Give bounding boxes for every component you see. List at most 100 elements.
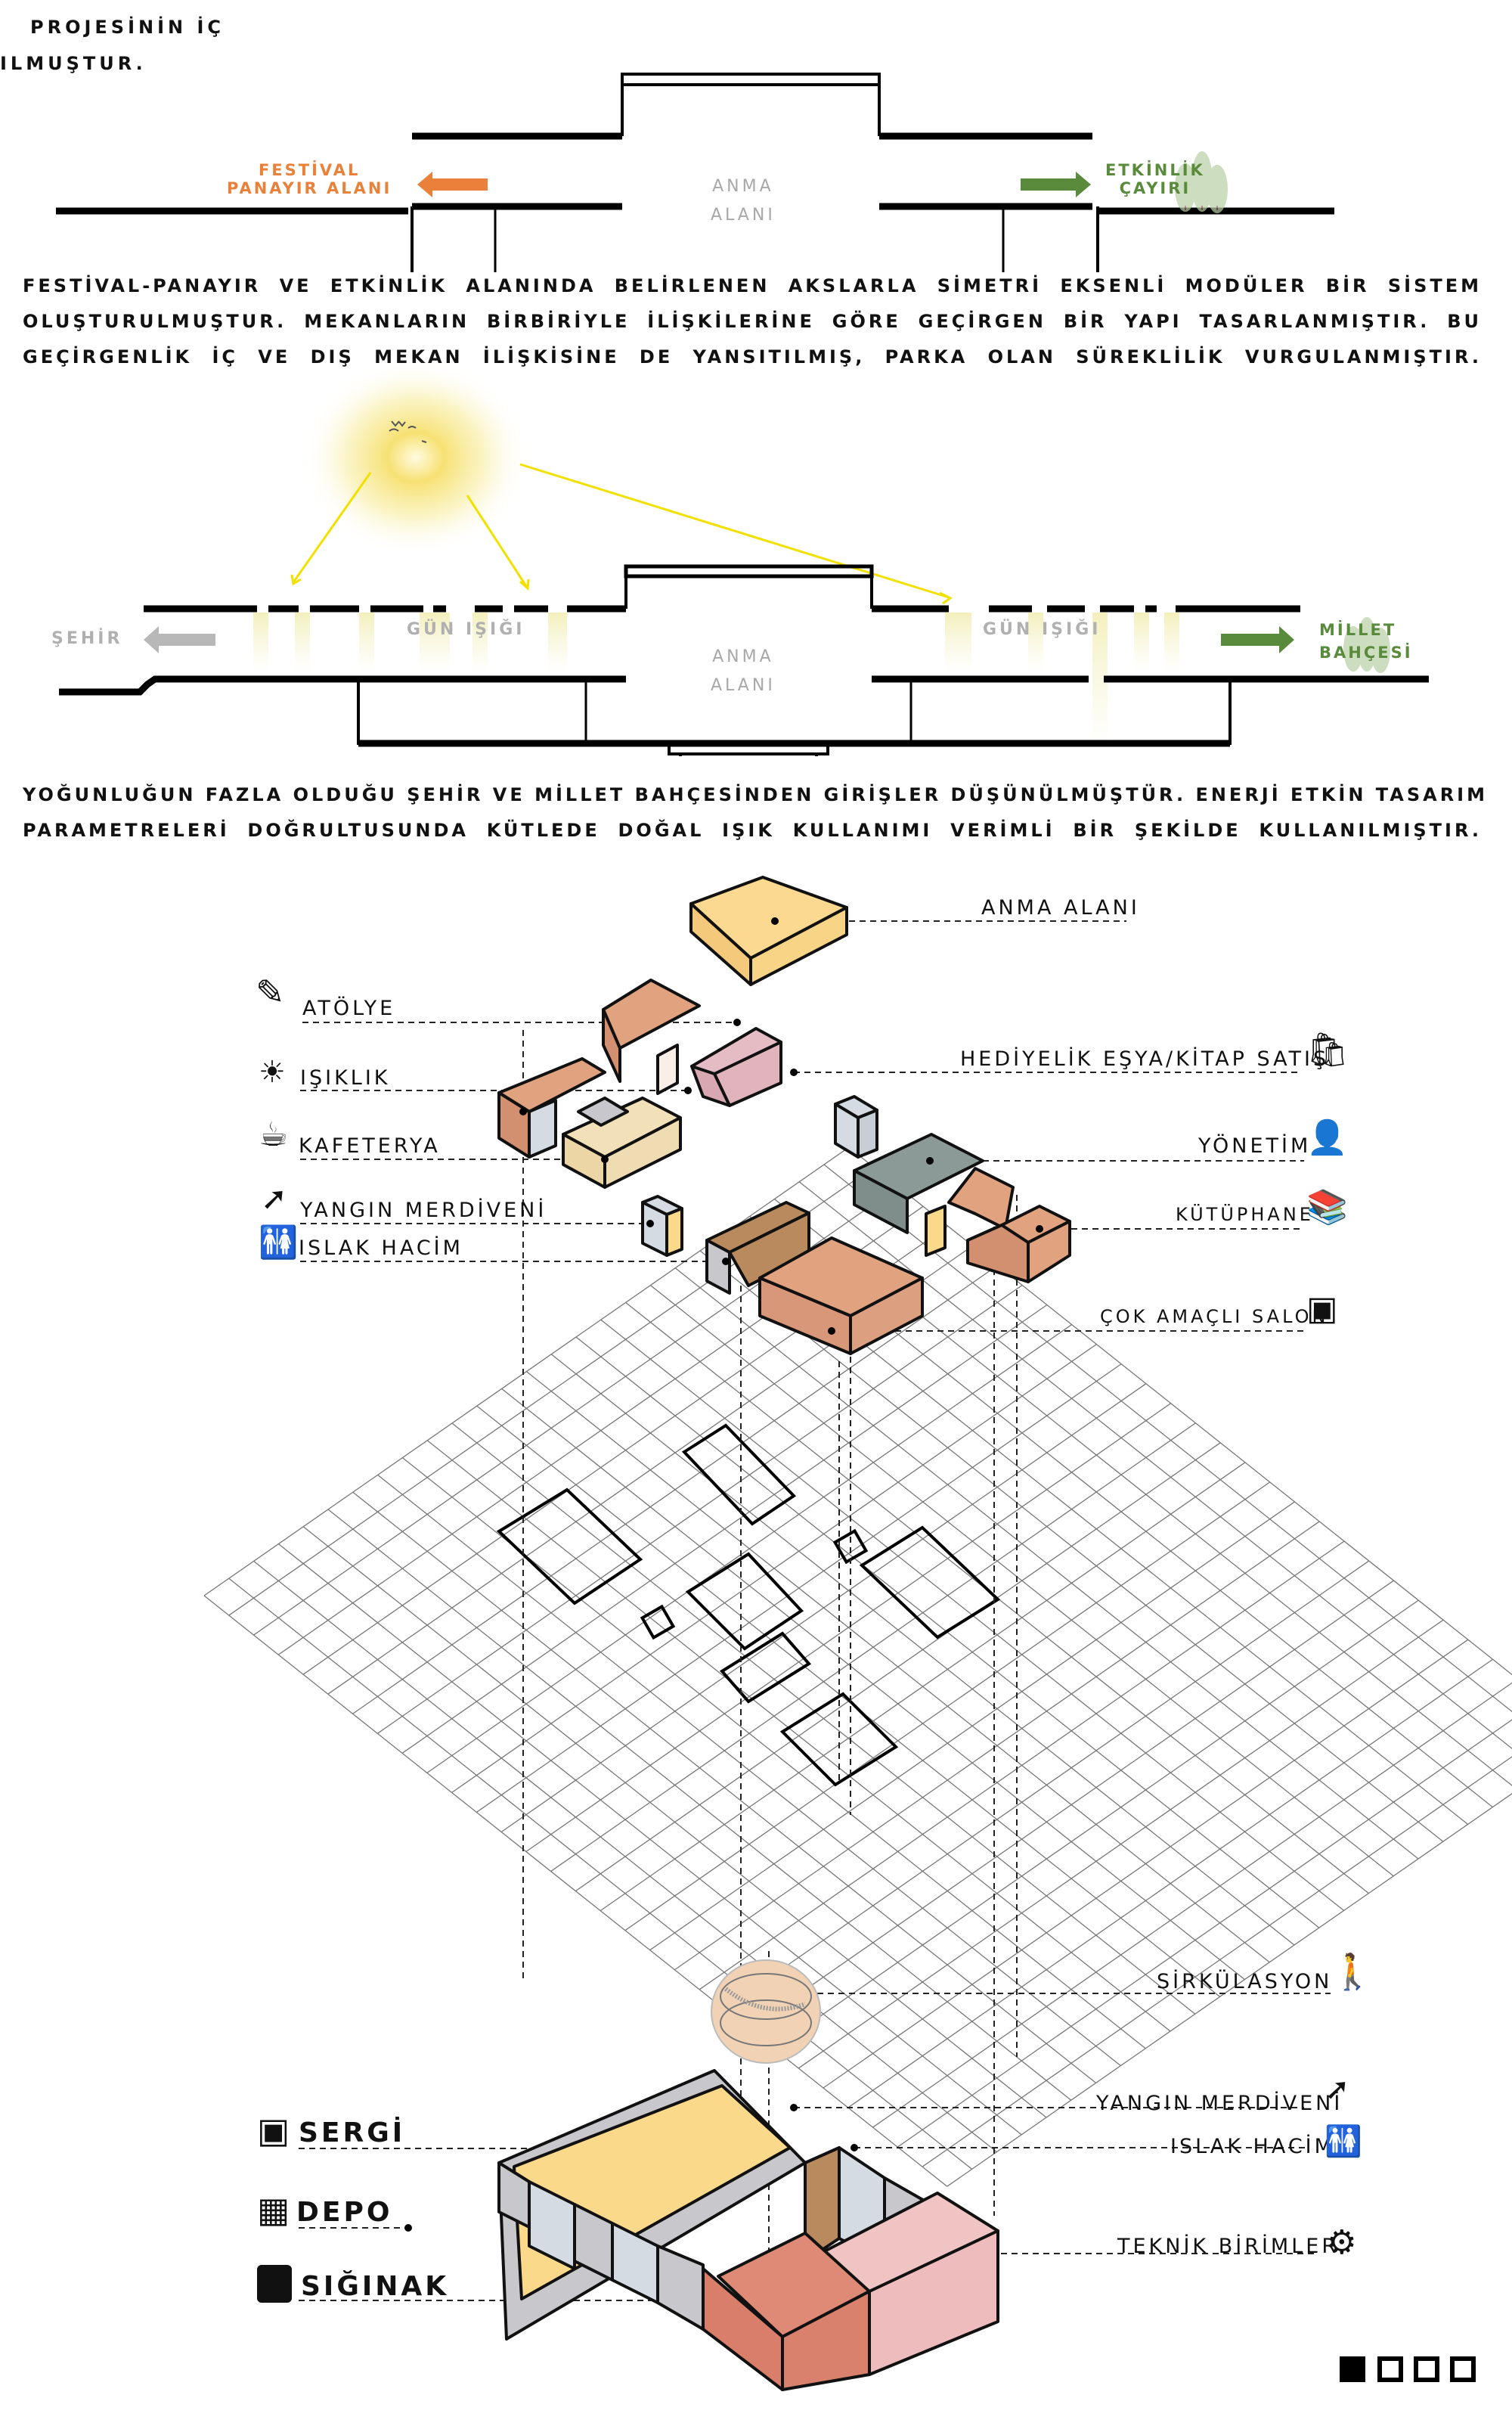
grid-line — [451, 1344, 1097, 1793]
library-icon: 📚 — [1306, 1188, 1348, 1227]
label-atolye: ATÖLYE — [302, 997, 396, 1020]
grid-line — [847, 1658, 1493, 2108]
paragraph-1-line-3: GEÇİRGENLİK İÇ VE DIŞ MEKAN İLİŞKİSİNE D… — [23, 346, 1482, 368]
anma-label-1: ANMA ALANI — [711, 172, 776, 230]
daylight-beams — [253, 613, 1179, 749]
anma-label-1-line1: ANMA — [712, 177, 774, 196]
fire-escape-icon: ➚ — [261, 1180, 288, 1217]
label-yangin-merdiveni-upper: YANGIN MERDİVENİ — [300, 1199, 547, 1222]
page-indicator-1[interactable] — [1340, 2356, 1365, 2382]
label-sergi: SERGİ — [299, 2117, 406, 2148]
birds-icon — [389, 420, 427, 443]
grid-line — [401, 1304, 1048, 1754]
fire-escape-icon: ➚ — [1325, 2072, 1350, 2107]
label-yangin-merdiveni-lower: YANGIN MERDİVENİ — [1096, 2092, 1343, 2115]
intro-fragment-line1: PROJESİNİN İÇ — [30, 17, 225, 38]
auditorium-icon: ▣ — [1306, 1289, 1338, 1328]
millet-label-line2: BAHÇESİ — [1319, 644, 1413, 662]
label-depo: DEPO — [296, 2197, 393, 2228]
grid-line — [600, 1462, 1246, 1912]
gear-wrench-icon: ⚙ — [1327, 2223, 1357, 2262]
exhibition-icon: ▣ — [257, 2110, 290, 2151]
cafe-person-icon: ☕ — [259, 1115, 289, 1154]
paragraph-1-line-2: OLUŞTURULMUŞTUR. MEKANLARIN BİRBİRİYLE İ… — [23, 311, 1482, 332]
drafting-table-icon: ✎ — [256, 972, 285, 1013]
millet-label-line1: MİLLET — [1319, 621, 1397, 639]
grid-line — [550, 1422, 1196, 1872]
anma-label-2-line2: ALANI — [711, 676, 776, 695]
anma-label-2-line1: ANMA — [712, 647, 774, 666]
grid-line — [699, 1540, 1345, 1990]
festival-label-line2: PANAYIR ALANI — [227, 179, 392, 197]
festival-label: FESTİVAL PANAYIR ALANI — [227, 161, 392, 197]
paragraph-1-line-1: FESTİVAL-PANAYIR VE ETKİNLİK ALANINDA BE… — [23, 275, 1482, 296]
walking-person-icon: 🚶 — [1331, 1951, 1374, 1992]
grid-line — [624, 1481, 1271, 1931]
grid-line — [426, 1324, 1073, 1773]
page-indicator-2[interactable] — [1377, 2356, 1403, 2382]
grid-line — [798, 1619, 1444, 2069]
grid-line — [823, 1639, 1469, 2089]
label-kutuphane: KÜTÜPHANE — [1176, 1204, 1314, 1225]
boxes-icon: ▦ — [257, 2189, 290, 2230]
label-hediyelik: HEDİYELİK EŞYA/KİTAP SATIŞ — [960, 1047, 1330, 1071]
grid-line — [897, 1719, 1512, 2148]
grid-line — [773, 1599, 1419, 2049]
grid-line — [575, 1442, 1221, 1892]
label-kafeterya: KAFETERYA — [299, 1134, 441, 1158]
label-anma-alani: ANMA ALANI — [981, 896, 1140, 920]
anma-label-1-line2: ALANI — [711, 206, 776, 225]
label-isiklik: IŞIKLIK — [300, 1066, 391, 1090]
label-sirkulasyon: SİRKÜLASYON — [1157, 1970, 1333, 1993]
etkinlik-arrow — [1021, 172, 1091, 197]
grid-line — [476, 1363, 1122, 1813]
daylight-label-right: GÜN IŞIĞI — [983, 620, 1101, 639]
label-islak-hacim-upper: ISLAK HACİM — [299, 1236, 463, 1260]
label-cok-amacli-salon: ÇOK AMAÇLI SALON — [1100, 1306, 1329, 1327]
trees-icon — [1175, 151, 1228, 213]
paragraph-1: FESTİVAL-PANAYIR VE ETKİNLİK ALANINDA BE… — [23, 268, 1482, 375]
grid-line — [525, 1403, 1172, 1853]
millet-label: MİLLET BAHÇESİ — [1319, 619, 1413, 664]
festival-label-line1: FESTİVAL — [258, 161, 361, 179]
grid-line — [674, 1521, 1320, 1971]
shopping-bag-icon: 🛍 — [1306, 1031, 1349, 1069]
grid-line — [500, 1383, 1147, 1833]
shelter-icon — [257, 2265, 292, 2303]
grid-line — [649, 1501, 1295, 1951]
grid-line — [848, 1146, 1512, 1676]
basement-floor — [497, 2069, 999, 2391]
upper-floor-blocks — [497, 876, 1071, 1355]
restroom-icon: 🚻 — [259, 1224, 299, 1261]
grid-line — [748, 1580, 1394, 2030]
page-indicator-3[interactable] — [1414, 2356, 1439, 2382]
grid-line — [872, 1682, 1512, 2128]
festival-arrow — [417, 172, 488, 197]
etkinlik-label: ETKİNLİK ÇAYIRI — [1105, 161, 1205, 197]
daylight-label-left: GÜN IŞIĞI — [407, 620, 525, 639]
grid-line — [723, 1560, 1370, 2010]
page-indicator-4[interactable] — [1450, 2356, 1476, 2382]
sun-icon: ☀ — [259, 1055, 286, 1090]
paragraph-2: YOĞUNLUĞUN FAZLA OLDUĞU ŞEHİR VE MİLLET … — [23, 777, 1485, 848]
etkinlik-label-line1: ETKİNLİK — [1105, 161, 1205, 179]
trees-icon — [1343, 617, 1390, 673]
admin-computer-icon: 👤 — [1306, 1118, 1348, 1157]
grid-line — [203, 1146, 850, 1596]
grid-line — [947, 1793, 1512, 2187]
ground-plan-outlines — [496, 1423, 1001, 1787]
intro-fragment-line2: ILMUŞTUR. — [0, 53, 147, 74]
sun-icon — [302, 359, 529, 556]
sehir-label: ŞEHİR — [51, 629, 123, 648]
section-diagram-2 — [59, 359, 1429, 756]
restroom-icon: 🚻 — [1325, 2124, 1362, 2159]
paragraph-2-line-2: PARAMETRELERİ DOĞRULTUSUNDA KÜTLEDE DOĞA… — [23, 820, 1482, 841]
label-yonetim: YÖNETİM — [1198, 1134, 1312, 1158]
label-islak-hacim-lower: ISLAK HACİM — [1170, 2135, 1335, 2158]
anma-label-2: ANMA ALANI — [711, 643, 776, 700]
sehir-arrow — [144, 626, 215, 653]
grid-line — [376, 1284, 1023, 1734]
millet-arrow — [1221, 626, 1294, 653]
circulation-stair — [711, 1959, 821, 2064]
